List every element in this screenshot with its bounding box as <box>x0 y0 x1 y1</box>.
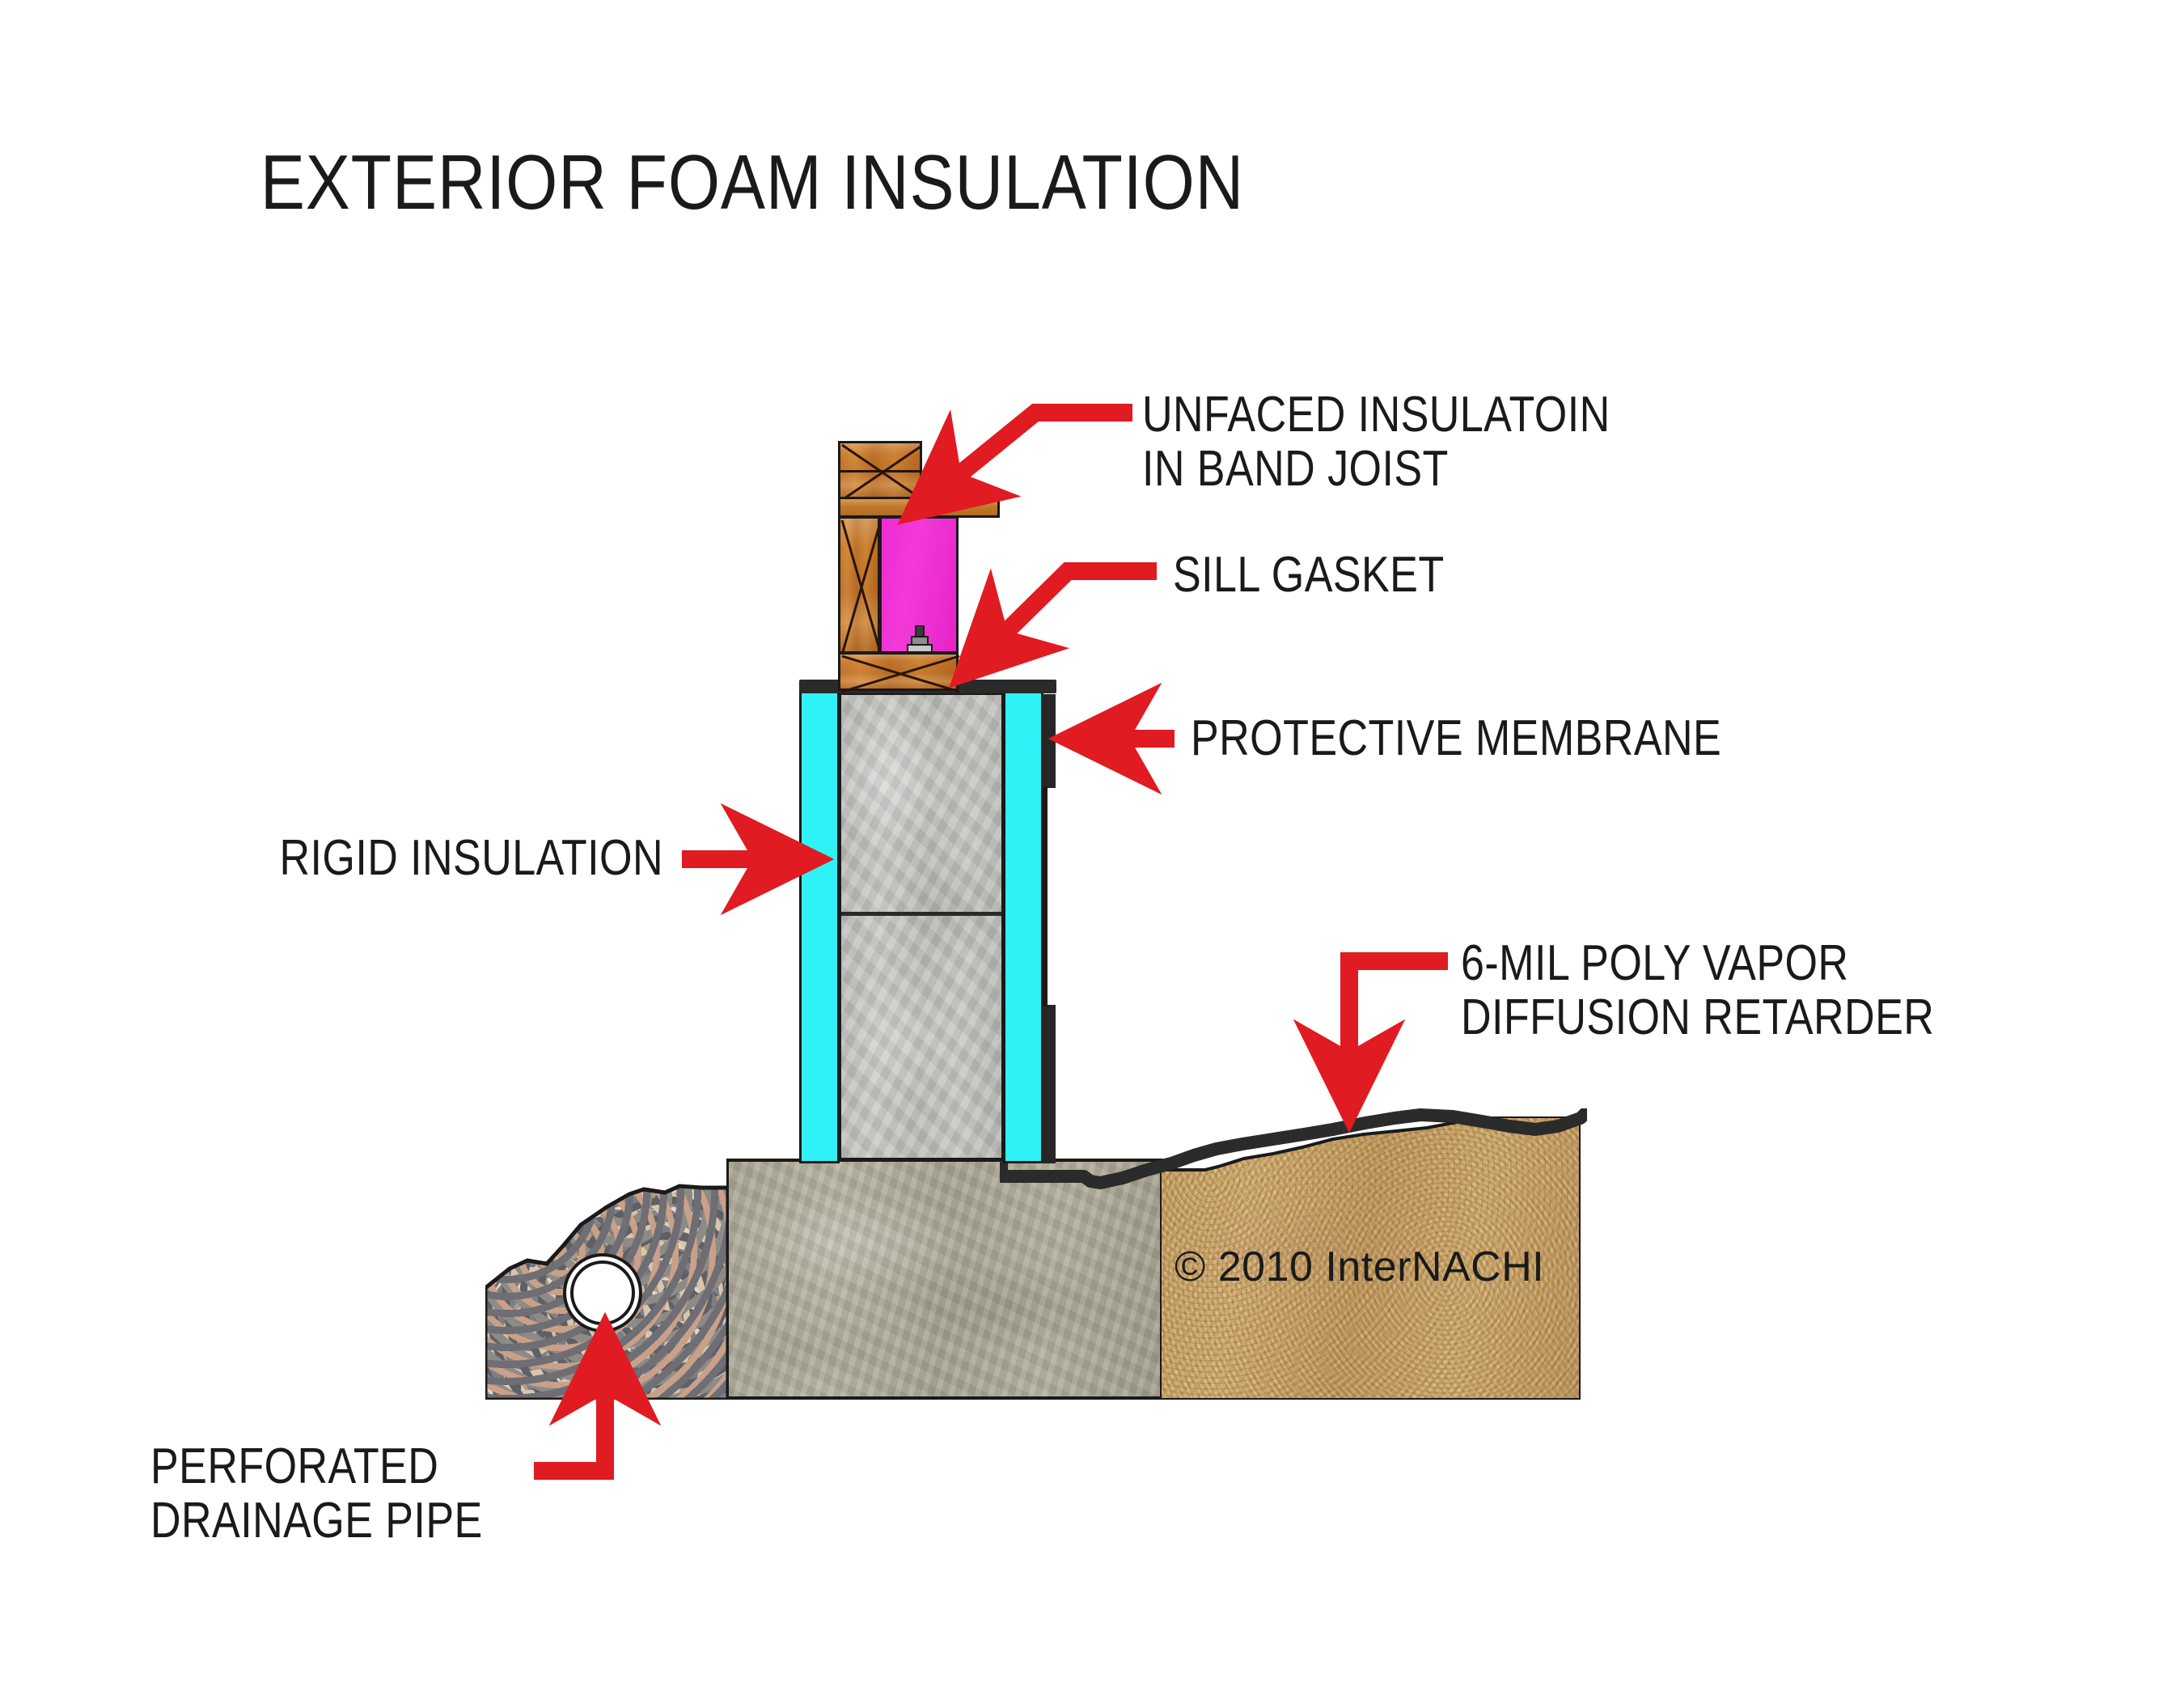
label-sill-gasket: SILL GASKET <box>1173 547 1445 603</box>
label-vapor-retarder: 6-MIL POLY VAPOR DIFFUSION RETARDER <box>1461 935 1935 1045</box>
label-drainage-pipe: PERFORATED DRAINAGE PIPE <box>150 1438 483 1549</box>
protective-membrane-edge <box>1043 786 1048 1006</box>
backfill-soil <box>1160 1116 1581 1400</box>
copyright-notice: © 2010 InterNACHI <box>1175 1244 1545 1290</box>
arrow-vapor-retarder <box>1293 952 1448 1133</box>
vapor-diffusion-retarder <box>995 1105 1592 1197</box>
protective-membrane-upper <box>1042 694 1056 788</box>
concrete-pour-joint <box>841 912 1001 916</box>
foundation-wall <box>838 692 1005 1161</box>
floor-joist <box>838 441 922 499</box>
rigid-insulation-exterior <box>1003 689 1043 1163</box>
band-joist-member <box>838 516 882 655</box>
perforated-drain-pipe <box>562 1252 643 1333</box>
label-unfaced-insulation: UNFACED INSULATOIN IN BAND JOIST <box>1142 387 1610 497</box>
page-title: EXTERIOR FOAM INSULATION <box>260 139 1245 226</box>
sill-plate <box>838 652 960 693</box>
label-rigid-insulation: RIGID INSULATION <box>279 830 663 886</box>
rigid-insulation-interior <box>799 689 840 1163</box>
protective-membrane-lower <box>1042 1005 1056 1163</box>
subfloor-sheathing <box>838 497 1000 518</box>
label-protective-membrane: PROTECTIVE MEMBRANE <box>1191 710 1722 766</box>
band-joist-assembly <box>838 441 1032 693</box>
anchor-bolt <box>906 625 933 655</box>
